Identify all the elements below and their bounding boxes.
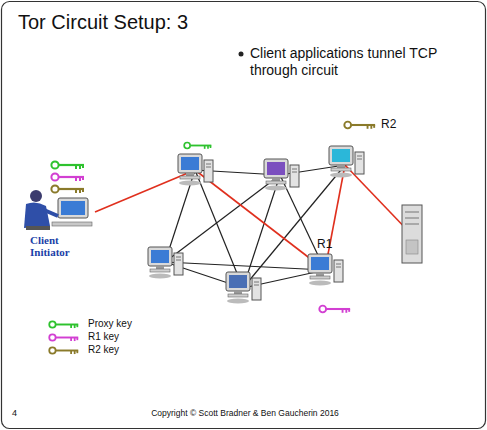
legend-key [49,321,78,328]
r2-key [344,122,375,129]
r2-key [51,185,84,193]
client-person [24,190,92,230]
copyright-note: Copyright © Scott Bradner & Ben Gaucheri… [120,408,370,418]
slide-title: Tor Circuit Setup: 3 [18,10,318,34]
router-computer [226,272,261,304]
server [402,205,422,263]
slide-number: 4 [12,408,32,419]
client-label: Client Initiator [30,235,90,258]
bullet [239,52,244,57]
proxy-computer [178,154,213,186]
r1-key [51,173,84,181]
legend-key [49,347,78,354]
router-computer [148,247,183,279]
legend-text: Proxy key [88,318,178,330]
bullet-text: Client applications tunnel TCP through c… [250,45,440,79]
circuit-path [95,165,412,270]
legend-text: R1 key [88,331,178,343]
r1-key [319,306,350,313]
proxy-key [184,143,211,149]
proxy-key [51,161,84,169]
router-computer [264,159,299,191]
r2-computer [329,146,364,178]
legend-key [49,334,78,341]
legend-text: R2 key [88,344,178,356]
r1-computer [308,254,343,286]
router-label: R2 [381,117,421,131]
router-label: R1 [317,237,357,251]
